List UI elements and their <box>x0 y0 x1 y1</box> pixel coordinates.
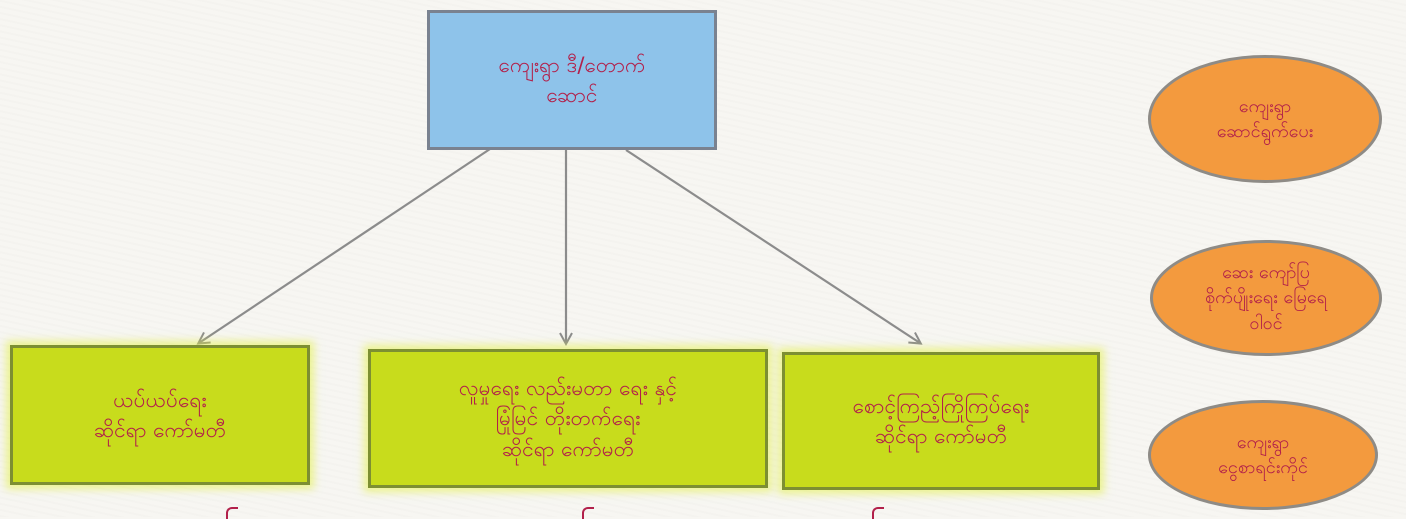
oval-2-line3: ဝါဝင် <box>1249 312 1283 334</box>
child-1-line1: ယပ်ယပ်ရေး <box>113 387 207 412</box>
oval-2-line1: ဆေး ကျော်ပြ <box>1222 262 1310 284</box>
child-node-1: ယပ်ယပ်ရေး ဆိုင်ရာ ကော်မတီ <box>10 345 310 485</box>
child-2-line1: လူမှုရေး လည်းမတာ ရေး နှင့် <box>458 375 678 400</box>
cropped-handwriting-mark <box>582 507 594 519</box>
root-label-line1: ကျေးရွာ ဒီ/တောက် <box>498 52 646 77</box>
child-2-line2: မြုံမြင် တိုးတက်ရေး <box>495 406 641 431</box>
child-node-2: လူမှုရေး လည်းမတာ ရေး နှင့် မြုံမြင် တိုး… <box>368 349 768 488</box>
cropped-handwriting-mark <box>872 507 884 519</box>
arrow-to-child-3 <box>625 149 920 343</box>
oval-3-line1: ကျေးရွာ <box>1236 431 1290 453</box>
child-node-3: စောင့်ကြည့်ကြိုကြပ်ရေး ဆိုင်ရာ ကော်မတီ <box>782 352 1100 490</box>
arrow-to-child-1 <box>199 146 494 343</box>
oval-node-1: ကျေးရွာ ဆောင်ရွက်ပေး <box>1148 55 1382 183</box>
child-3-line1: စောင့်ကြည့်ကြိုကြပ်ရေး <box>852 393 1030 418</box>
oval-1-line2: ဆောင်ရွက်ပေး <box>1216 121 1314 142</box>
oval-2-line2: စိုက်ပျိုးရေး မြေရေ <box>1205 287 1327 309</box>
child-3-line2: ဆိုင်ရာ ကော်မတီ <box>874 424 1008 448</box>
child-2-line3: ဆိုင်ရာ ကော်မတီ <box>501 436 635 461</box>
child-1-line2: ဆိုင်ရာ ကော်မတီ <box>93 418 227 442</box>
cropped-handwriting-mark <box>226 507 238 519</box>
oval-node-3: ကျေးရွာ ငွေစာရင်းကိုင် <box>1148 400 1378 510</box>
oval-1-line1: ကျေးရွာ <box>1238 95 1292 117</box>
root-node: ကျေးရွာ ဒီ/တောက် ဆောင် <box>427 10 717 150</box>
oval-3-line2: ငွေစာရင်းကိုင် <box>1218 457 1308 478</box>
root-label-line2: ဆောင် <box>546 83 598 107</box>
oval-node-2: ဆေး ကျော်ပြ စိုက်ပျိုးရေး မြေရေ ဝါဝင် <box>1150 240 1382 356</box>
